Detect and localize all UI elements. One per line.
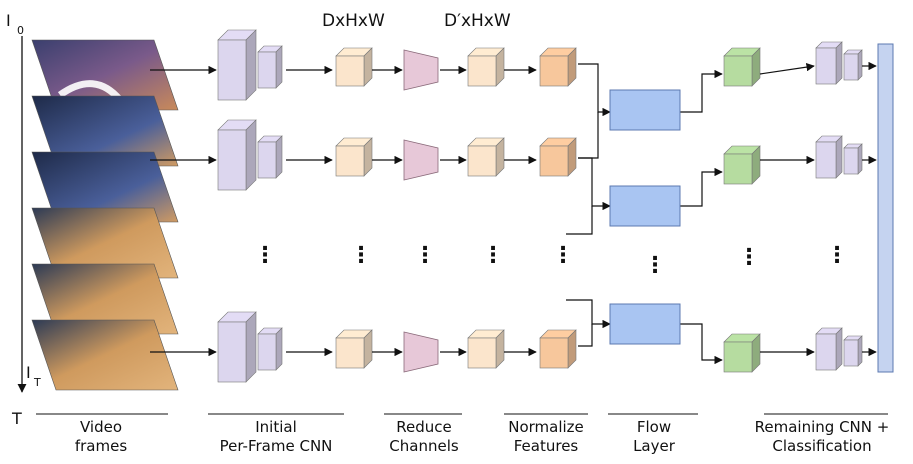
axis-bottom-subscript: T (33, 376, 41, 389)
stage-label-remaining-cnn: Remaining CNN + (755, 418, 890, 436)
reduced-feature-block (467, 145, 497, 177)
axis-top-label: I (6, 11, 11, 30)
stage-label-normalize-features: Normalize (508, 418, 584, 436)
stage-label-normalize-features-2: Features (514, 437, 579, 455)
feature-block (335, 55, 365, 87)
ellipsis-row: ⋮ ⋮ ⋮ ⋮ ⋮ ⋮ ⋮ ⋮ (254, 243, 848, 278)
classifier-bar (877, 43, 894, 373)
stage-label-remaining-cnn-2: Classification (772, 437, 871, 455)
flow-layer-block (609, 185, 681, 227)
remaining-cnn-small-block-side (835, 135, 843, 179)
video-frame-image (31, 319, 179, 391)
flow-layer-blocks (609, 89, 681, 345)
normalized-feature-block (539, 337, 569, 369)
initial-cnn-block-small-side (275, 45, 283, 89)
stage-label-reduce-channels-2: Channels (389, 437, 459, 455)
ellipsis: ⋮ (552, 243, 574, 268)
time-axis: I 0 I T T (6, 11, 41, 428)
remaining-cnn-small-block (815, 47, 837, 85)
initial-cnn-block-small (257, 333, 277, 371)
initial-cnn-block-side (245, 119, 257, 191)
flow-layer-block (609, 89, 681, 131)
ellipsis: ⋮ (482, 243, 504, 268)
remaining-cnn-block (723, 153, 753, 185)
stage-label-flow-layer: Flow (637, 418, 671, 436)
remaining-cnn-tiny-block (843, 339, 859, 367)
initial-cnn-block-side (245, 311, 257, 383)
ellipsis: ⋮ (414, 243, 436, 268)
remaining-cnn-block (723, 55, 753, 87)
video-frames-stack (31, 39, 179, 391)
ellipsis: ⋮ (350, 243, 372, 268)
normalized-feature-block (539, 145, 569, 177)
initial-cnn-block-small-side (275, 327, 283, 371)
reduced-feature-block (467, 337, 497, 369)
initial-cnn-block-small (257, 141, 277, 179)
ellipsis: ⋮ (738, 245, 760, 270)
reduced-feature-block (467, 55, 497, 87)
stage-label-video-frames: Video (80, 418, 122, 436)
axis-bottom-label: I (26, 363, 31, 382)
stage-label-reduce-channels: Reduce (396, 418, 451, 436)
remaining-cnn-tiny-block-side (857, 335, 863, 367)
ellipsis: ⋮ (644, 253, 666, 278)
normalized-feature-block (539, 55, 569, 87)
ellipsis: ⋮ (254, 243, 276, 268)
flow-connections (566, 61, 877, 365)
dims-header-2: D′xHxW (444, 11, 511, 31)
axis-name-label: T (11, 409, 22, 428)
flow-layer-block (609, 303, 681, 345)
video-frame-image (31, 151, 179, 223)
feature-block (335, 145, 365, 177)
reduce-channels-block (403, 331, 439, 373)
remaining-cnn-small-block (815, 141, 837, 179)
initial-cnn-block-side (245, 29, 257, 101)
remaining-cnn-tiny-block-side (857, 143, 863, 175)
reduce-channels-block (403, 139, 439, 181)
remaining-cnn-tiny-block (843, 53, 859, 81)
remaining-cnn-small-block-side (835, 327, 843, 371)
ellipsis: ⋮ (826, 243, 848, 268)
video-frame-image (31, 95, 179, 167)
remaining-cnn-tiny-block (843, 147, 859, 175)
initial-cnn-block-small-side (275, 135, 283, 179)
remaining-cnn-block (723, 341, 753, 373)
initial-cnn-block (217, 129, 247, 191)
initial-cnn-block (217, 321, 247, 383)
stage-label-video-frames-2: frames (75, 437, 127, 455)
initial-cnn-block-small (257, 51, 277, 89)
video-frame-image (31, 263, 179, 335)
feature-block (335, 337, 365, 369)
stage-label-initial-cnn: Initial (255, 418, 297, 436)
remaining-cnn-small-block-side (835, 41, 843, 85)
dims-header-1: DxHxW (322, 11, 385, 31)
axis-top-subscript: 0 (17, 24, 24, 37)
stage-label-initial-cnn-2: Per-Frame CNN (220, 437, 333, 455)
remaining-cnn-tiny-block-side (857, 49, 863, 81)
remaining-cnn-small-block (815, 333, 837, 371)
reduce-channels-block (403, 49, 439, 91)
stage-label-flow-layer-2: Layer (633, 437, 676, 455)
video-frame-image (31, 207, 179, 279)
initial-cnn-block (217, 39, 247, 101)
